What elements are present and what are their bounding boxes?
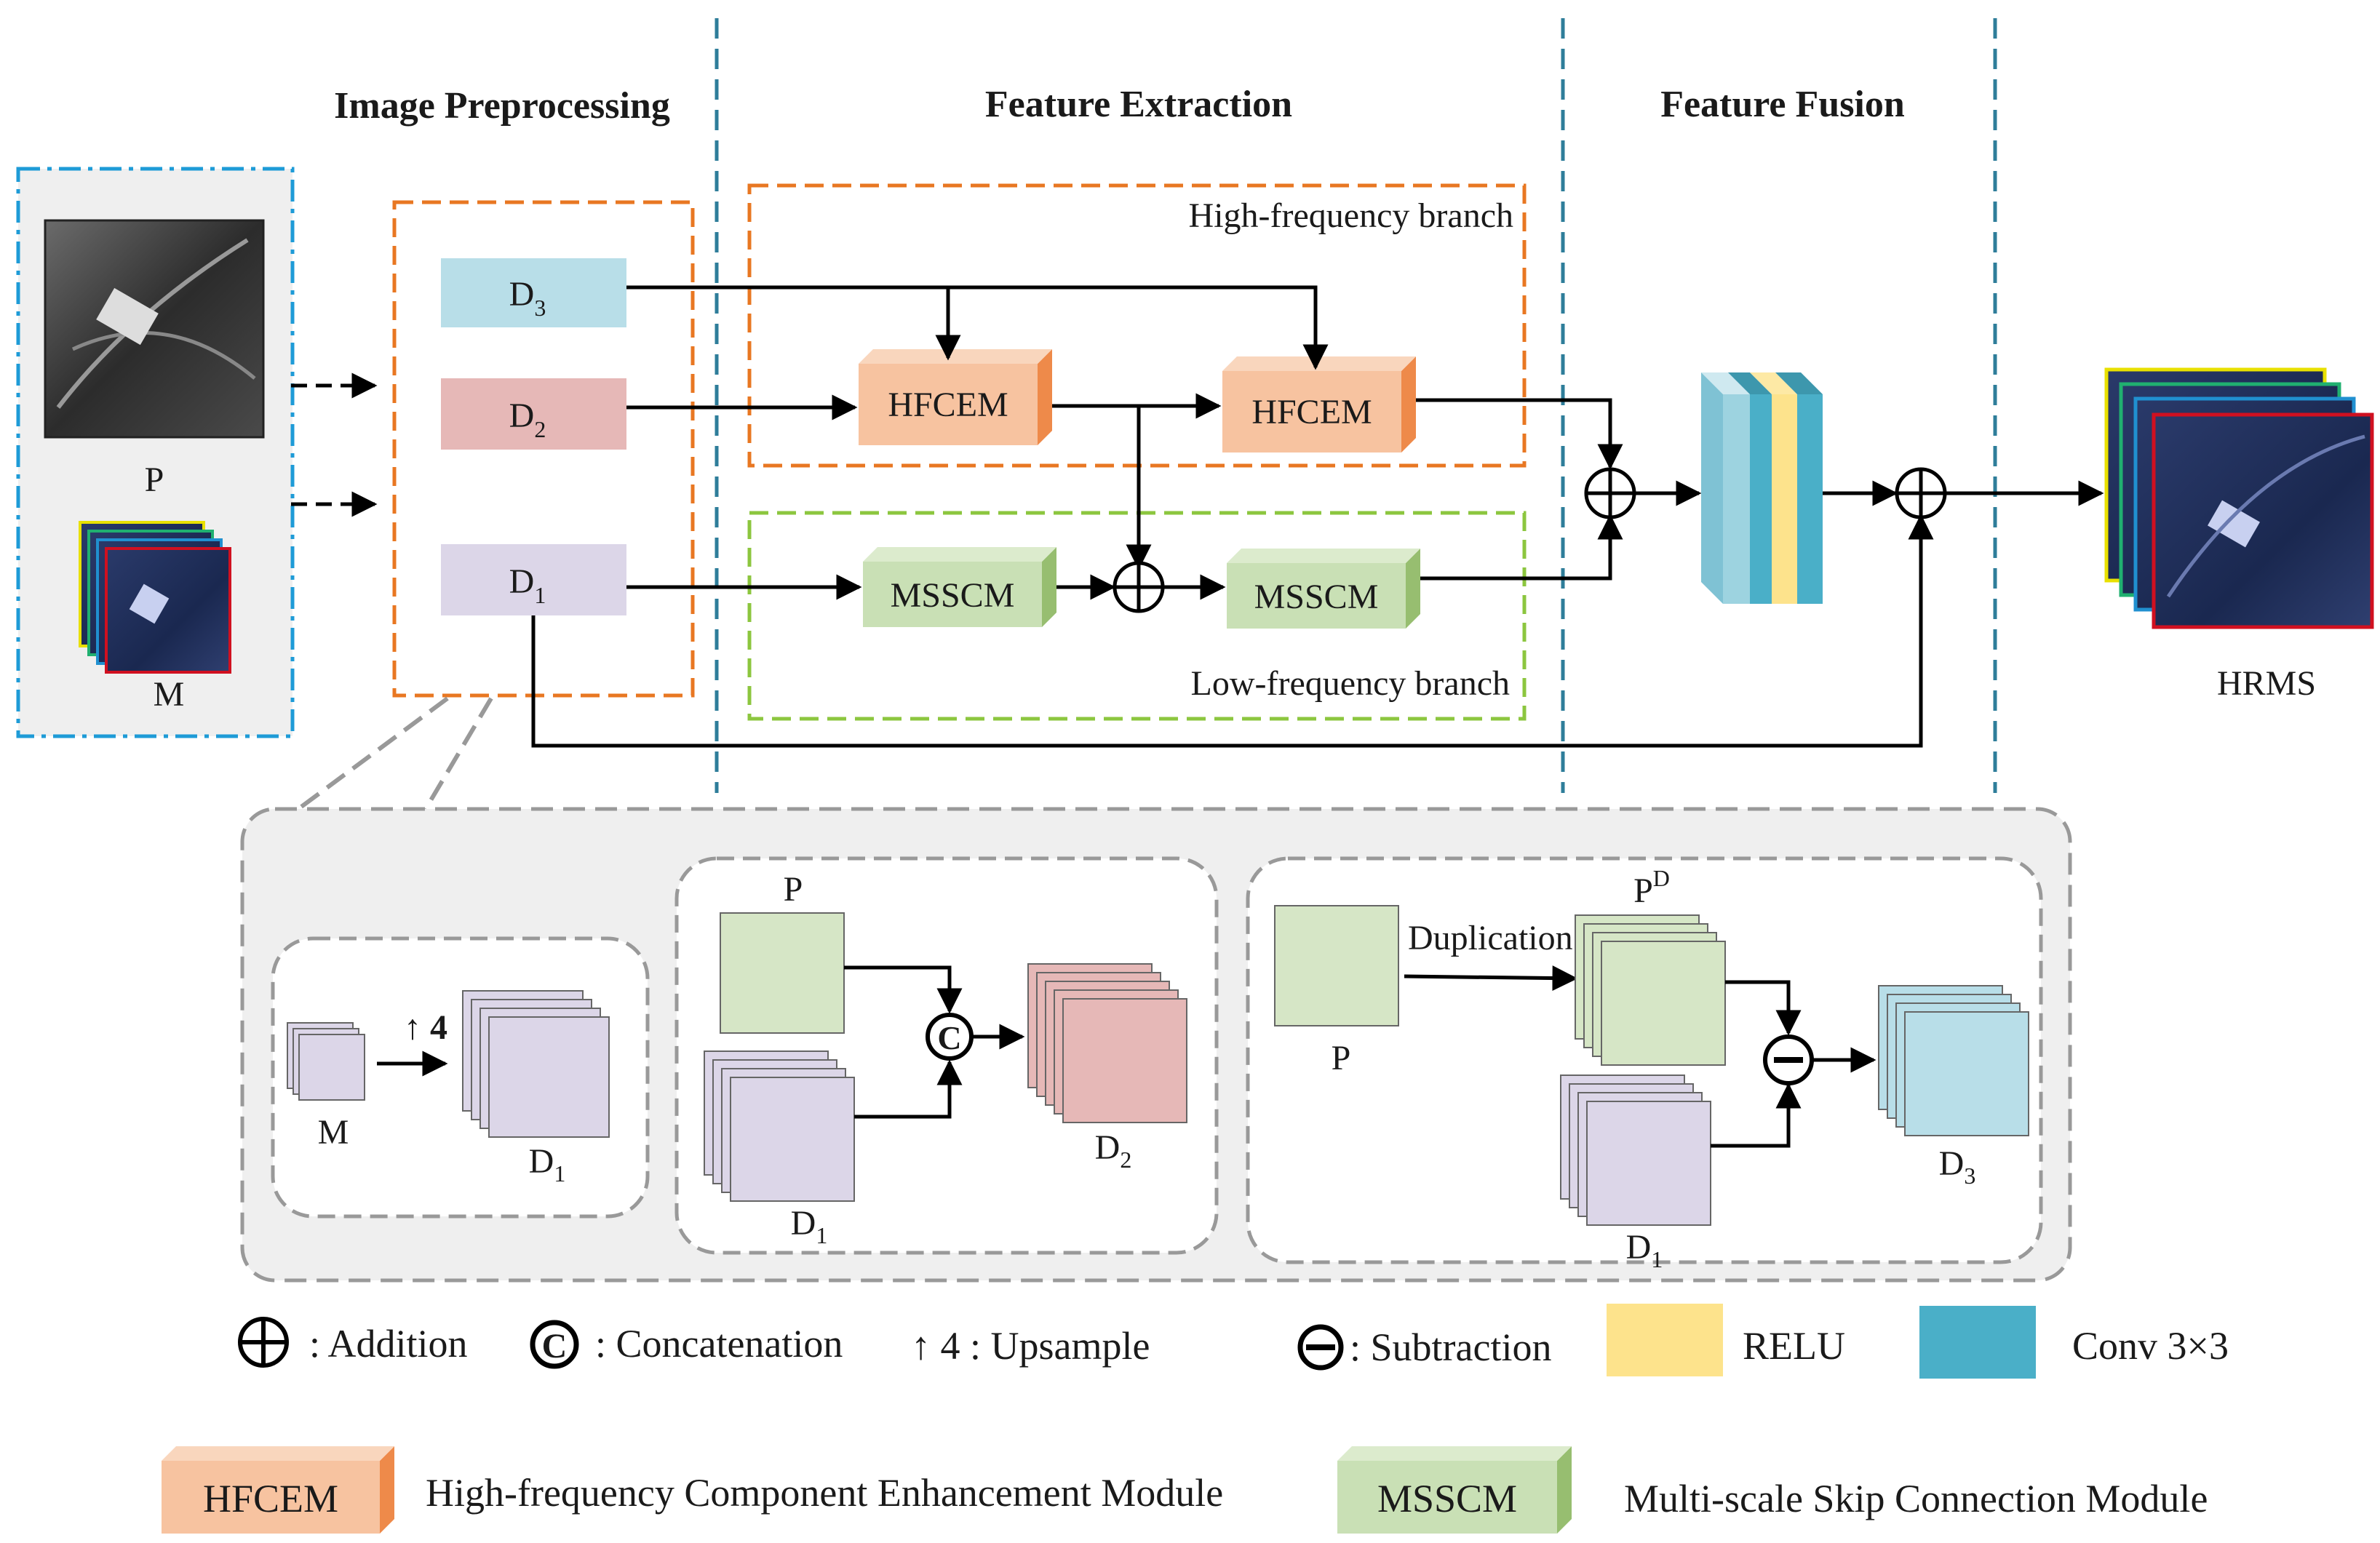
low-frequency-branch-label: Low-frequency branch xyxy=(1191,664,1510,703)
d1-block: D1 xyxy=(441,544,626,615)
legend-upsample: ↑ 4 : Upsample xyxy=(911,1324,1150,1368)
legend-relu: RELU xyxy=(1743,1324,1845,1368)
section-title-preprocessing: Image Preprocessing xyxy=(334,85,670,127)
legend-addition: : Addition xyxy=(309,1322,468,1365)
svg-text:MSSCM: MSSCM xyxy=(1254,578,1379,616)
decomposition-box xyxy=(392,200,695,698)
legend-hfcem-block: HFCEM xyxy=(162,1446,394,1534)
legend-addition-icon xyxy=(238,1317,289,1368)
main-flow-arrows xyxy=(531,285,2104,748)
addition-symbols xyxy=(1113,467,1947,613)
svg-text:M: M xyxy=(318,1113,349,1152)
svg-text:PD: PD xyxy=(1633,865,1670,910)
legend-concatenation: : Concatenation xyxy=(595,1322,843,1365)
svg-text:Duplication: Duplication xyxy=(1408,919,1573,957)
svg-text:HFCEM: HFCEM xyxy=(888,386,1008,424)
detail-concatenation-panel: P D1 C D2 xyxy=(674,856,1219,1255)
svg-text:P: P xyxy=(1332,1039,1351,1077)
hfcem-module-1: HFCEM xyxy=(859,349,1052,445)
legend-msscm-block: MSSCM xyxy=(1337,1446,1572,1534)
high-frequency-branch-label: High-frequency branch xyxy=(1189,196,1513,235)
section-dividers xyxy=(715,18,1997,793)
svg-text:C: C xyxy=(937,1019,961,1056)
fusion-conv-block xyxy=(1701,372,1823,604)
svg-text:D3: D3 xyxy=(509,275,546,321)
detail-subtraction-panel: P Duplication PD D1 D3 xyxy=(1246,856,2043,1272)
pan-label: P xyxy=(145,460,164,499)
svg-text:D1: D1 xyxy=(791,1204,828,1248)
legend-subtraction: : Subtraction xyxy=(1350,1325,1551,1369)
msscm-module-2: MSSCM xyxy=(1227,549,1420,629)
svg-text:MSSCM: MSSCM xyxy=(891,576,1015,615)
svg-text:D2: D2 xyxy=(1095,1128,1132,1173)
legend: : Addition C : Concatenation ↑ 4 : Upsam… xyxy=(162,1304,2229,1534)
svg-text:D1: D1 xyxy=(529,1142,566,1187)
svg-text:C: C xyxy=(542,1327,568,1365)
svg-text:HFCEM: HFCEM xyxy=(203,1477,338,1520)
svg-text:D2: D2 xyxy=(509,396,546,442)
zoom-lines xyxy=(297,696,493,811)
input-arrows xyxy=(291,372,378,517)
msscm-module-1: MSSCM xyxy=(863,547,1056,627)
addition-node-low xyxy=(1113,561,1165,613)
legend-hfcem-desc: High-frequency Component Enhancement Mod… xyxy=(426,1471,1223,1515)
section-title-extraction: Feature Extraction xyxy=(985,84,1292,125)
section-title-fusion: Feature Fusion xyxy=(1660,84,1905,125)
hrms-output-stack xyxy=(2104,367,2374,629)
svg-text:HFCEM: HFCEM xyxy=(1251,393,1372,431)
pan-image xyxy=(44,219,265,439)
svg-text:P: P xyxy=(784,870,803,909)
addition-node-fusion xyxy=(1584,467,1636,519)
legend-conv-swatch xyxy=(1919,1306,2036,1379)
svg-text:MSSCM: MSSCM xyxy=(1377,1477,1517,1520)
detail-upsample-panel: M ↑ 4 D1 xyxy=(271,936,650,1219)
svg-text:↑ 4: ↑ 4 xyxy=(404,1008,447,1047)
legend-subtraction-icon xyxy=(1297,1324,1344,1371)
hfcem-module-2: HFCEM xyxy=(1222,356,1416,452)
ms-image-stack xyxy=(79,521,231,674)
addition-node-output xyxy=(1895,467,1947,519)
legend-conv: Conv 3×3 xyxy=(2072,1324,2229,1368)
d2-block: D2 xyxy=(441,378,626,450)
svg-text:D3: D3 xyxy=(1939,1144,1976,1189)
ms-label: M xyxy=(154,675,185,714)
hrms-label: HRMS xyxy=(2217,664,2316,703)
svg-text:D1: D1 xyxy=(509,562,546,608)
legend-msscm-desc: Multi-scale Skip Connection Module xyxy=(1624,1477,2208,1520)
d3-block: D3 xyxy=(441,258,626,327)
svg-text:D1: D1 xyxy=(1626,1228,1663,1272)
legend-relu-swatch xyxy=(1607,1304,1723,1376)
input-panel: P M xyxy=(16,167,295,738)
legend-concat-icon: C xyxy=(530,1320,579,1369)
